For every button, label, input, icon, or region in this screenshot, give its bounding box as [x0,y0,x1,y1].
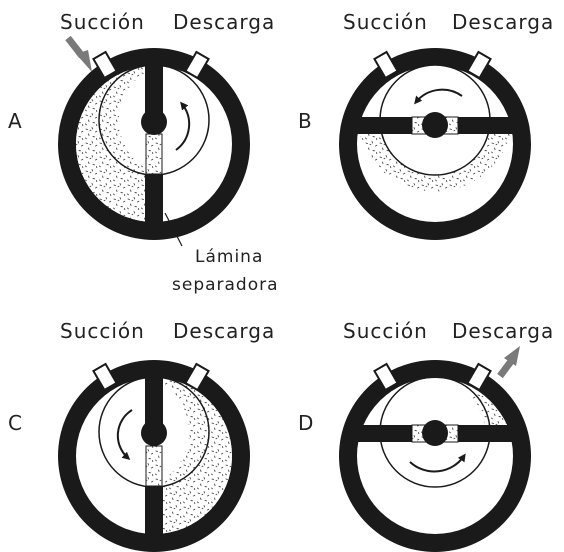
callout-leader [164,212,183,247]
vane-left [356,425,412,442]
discharge-port [184,50,210,80]
vane-slot-fluid [145,445,163,487]
panel-c: Succión Descarga C [8,319,275,552]
suction-flow-arrow [65,35,92,72]
vane-right [458,425,514,442]
shaft [422,420,448,446]
panel-a: Succión Descarga A Lámina separadora [8,10,279,295]
rotation-arrow [175,101,191,151]
panel-b: Succión Descarga B [298,10,554,240]
vane-left [356,117,412,134]
discharge-port [466,50,492,80]
suction-port [373,50,399,80]
vane-bottom [145,486,163,542]
discharge-label: Descarga [173,319,275,343]
fluid-region [154,378,232,534]
suction-port [373,362,399,392]
discharge-label: Descarga [452,10,554,34]
discharge-label: Descarga [173,10,275,34]
fluid-region [76,66,154,222]
vane-top [145,374,163,434]
vane-bottom [145,174,163,230]
callout-line-2: separadora [172,275,279,295]
rotation-arrow [414,88,463,105]
rotation-arrow [116,409,133,460]
discharge-label: Descarga [452,319,554,343]
vane-slot-fluid [145,133,163,175]
suction-label: Succión [60,319,145,343]
vane-right [458,117,514,134]
suction-label: Succión [343,319,428,343]
discharge-port [184,362,210,392]
pump-chamber [357,378,513,534]
suction-port [92,50,118,80]
panel-d: Succión Descarga D [298,319,554,552]
panel-letter: B [298,109,312,133]
panel-letter: C [8,411,22,435]
vane-top [145,62,163,122]
suction-label: Succión [60,10,145,34]
fluid-region [470,392,510,432]
rotation-arrow [409,453,466,473]
panel-letter: A [8,109,22,133]
shaft [141,109,167,135]
shaft [422,112,448,138]
shaft [141,420,167,446]
discharge-flow-arrow [497,346,520,379]
discharge-port [466,362,492,392]
suction-label: Succión [343,10,428,34]
callout-line-1: Lámina [195,247,263,267]
panel-letter: D [298,411,313,435]
suction-port [92,362,118,392]
